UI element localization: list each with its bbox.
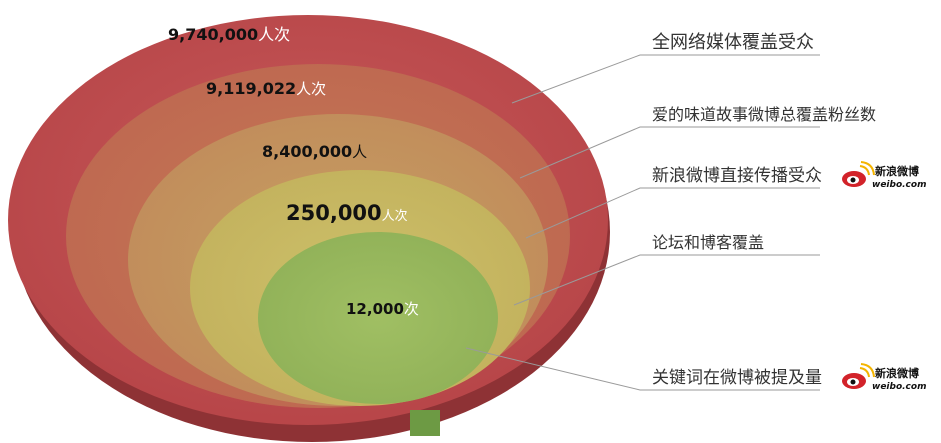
leader-line-0 [511, 54, 820, 104]
weibo-logo-icon: 新浪微博 weibo.com [842, 363, 926, 392]
tier-label-4: 关键词在微博被提及量 [652, 368, 822, 388]
tier-values: 9,740,000人次9,119,022人次8,400,000人250,000人… [168, 25, 419, 318]
tier-value-unit: 人次 [258, 25, 290, 44]
tier-value-number: 9,740,000 [168, 25, 258, 44]
weibo-logo-en: weibo.com [872, 382, 926, 392]
leader-line-2 [525, 187, 820, 239]
tier-ring-4 [258, 232, 498, 404]
weibo-logo-cn: 新浪微博 [875, 164, 919, 178]
tier-label-2: 新浪微博直接传播受众 [652, 166, 822, 186]
tier-value-3: 250,000人次 [286, 201, 408, 225]
weibo-logo-cn: 新浪微博 [875, 366, 919, 380]
tier-value-unit: 人次 [296, 80, 326, 98]
leader-line-1 [519, 126, 820, 179]
tier-value-0: 9,740,000人次 [168, 25, 290, 44]
tier-value-unit: 人 [352, 143, 367, 161]
tier-value-4: 12,000次 [346, 300, 419, 318]
weibo-logo-icon: 新浪微博 weibo.com [842, 161, 926, 190]
tier-value-2: 8,400,000人 [262, 142, 367, 161]
tier-value-unit: 人次 [382, 208, 408, 224]
tier-value-1: 9,119,022人次 [206, 79, 326, 98]
tier-label-3: 论坛和博客覆盖 [652, 233, 764, 252]
leader-line-3 [513, 254, 820, 306]
tier-value-unit: 次 [404, 300, 419, 318]
tier-value-number: 9,119,022 [206, 79, 296, 98]
bowl-bottom-notch [410, 410, 440, 436]
leader-lines [465, 54, 820, 391]
tier-value-number: 250,000 [286, 201, 382, 225]
tier-labels: 全网络媒体覆盖受众爱的味道故事微博总覆盖粉丝数新浪微博直接传播受众新浪微博wei… [652, 32, 926, 392]
weibo-logo-en: weibo.com [872, 180, 926, 190]
tier-label-0: 全网络媒体覆盖受众 [652, 32, 814, 53]
tier-value-number: 8,400,000 [262, 142, 352, 161]
tier-value-number: 12,000 [346, 300, 404, 318]
leader-line-4 [465, 347, 820, 391]
funnel-bowl [8, 15, 610, 442]
tier-label-1: 爱的味道故事微博总覆盖粉丝数 [652, 105, 876, 124]
